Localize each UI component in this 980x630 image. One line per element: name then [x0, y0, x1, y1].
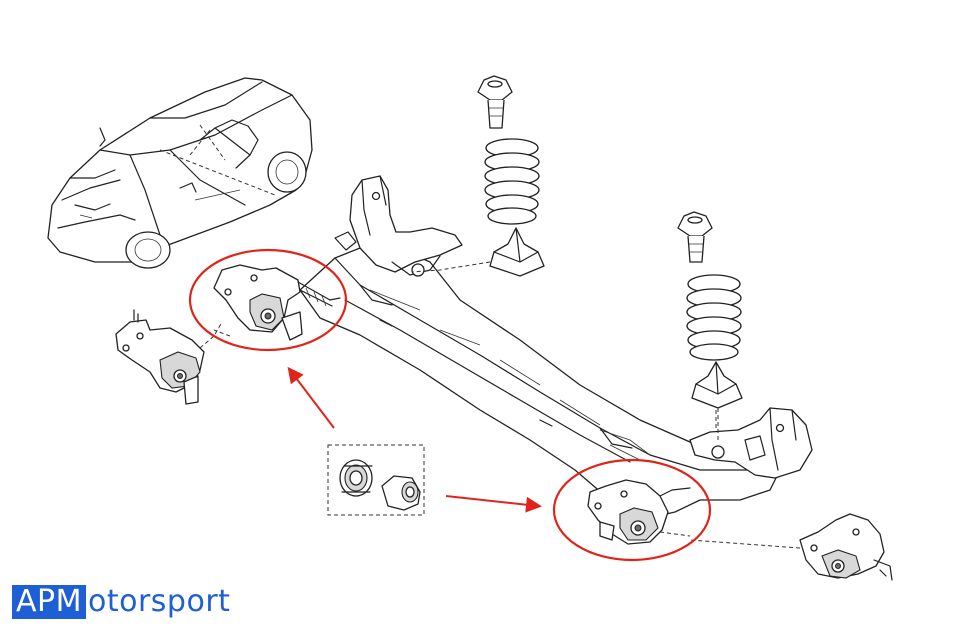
axle-beam [299, 239, 781, 521]
right-detached-bracket [689, 513, 893, 581]
bushing-part-left [339, 459, 373, 497]
callout-arrows [287, 366, 542, 513]
arrow-to-right-mount [445, 495, 542, 513]
right-highlight-circle [552, 458, 712, 562]
right-coil-spring-assembly [677, 211, 743, 440]
car-illustration [47, 77, 313, 269]
left-coil-spring [484, 138, 540, 225]
logo-rest-text: otorsport [88, 584, 231, 619]
arrow-to-left-mount [287, 366, 335, 429]
right-spring-seat-bracket [689, 407, 813, 479]
left-bushing-mount [213, 264, 341, 341]
bushing-part-right [381, 475, 421, 511]
right-bushing-mount [587, 479, 691, 545]
bushing-detail-inset [327, 444, 425, 516]
left-spring-seat-bracket [334, 175, 463, 277]
assembly-guide-lines [213, 329, 717, 428]
left-detached-bracket [115, 309, 223, 405]
left-highlight-circle [188, 248, 348, 352]
left-coil-spring-assembly [411, 75, 545, 277]
highlight-circles [188, 248, 712, 562]
logo-boxed-text: APM [12, 585, 86, 619]
right-coil-spring [686, 274, 742, 361]
